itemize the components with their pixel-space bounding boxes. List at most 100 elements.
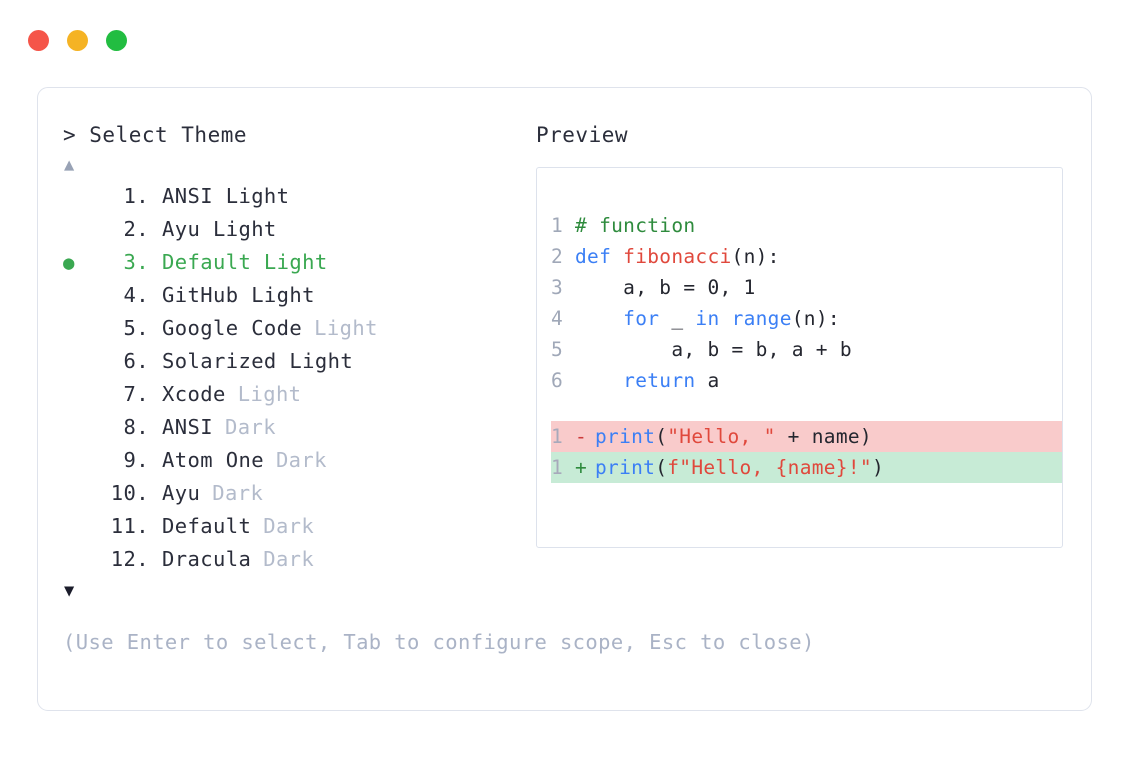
theme-item-index: 11.	[110, 514, 149, 538]
diff-line-text: print("Hello, " + name)	[595, 421, 872, 452]
code-line-number: 1	[551, 214, 564, 237]
theme-item-name: Solarized Light	[162, 349, 354, 373]
code-token-comment: # function	[575, 214, 696, 237]
theme-item-name: Atom One	[162, 448, 264, 472]
select-theme-prompt: > Select Theme	[63, 123, 248, 147]
code-line-number: 6	[551, 369, 564, 392]
diff-removed-line: 1-print("Hello, " + name)	[551, 421, 1062, 452]
code-line-text: a, b = 0, 1	[575, 272, 756, 303]
code-token-plain: (n):	[791, 307, 840, 330]
theme-item-variant: Dark	[275, 448, 327, 472]
theme-item-index: 1.	[123, 184, 149, 208]
code-line: 1 # function	[551, 210, 1062, 241]
code-token-keyword: in	[695, 307, 720, 330]
theme-list-item[interactable]: 5. Google Code Light	[63, 312, 533, 345]
code-token-plain: + name)	[775, 425, 872, 448]
diff-line-text: print(f"Hello, {name}!")	[595, 452, 884, 483]
theme-item-name: Default	[162, 514, 252, 538]
theme-item-index: 6.	[123, 349, 149, 373]
code-line-number: 3	[551, 276, 564, 299]
window-traffic-lights	[28, 30, 127, 51]
scroll-down-icon[interactable]: ▼	[64, 581, 75, 601]
code-line-text: # function	[575, 210, 695, 241]
theme-item-index: 4.	[123, 283, 149, 307]
theme-item-variant: Dark	[263, 514, 315, 538]
theme-selector-column: > Select Theme ▲ 1. ANSI Light 2. Ayu Light…	[63, 120, 533, 606]
theme-selector-card: > Select Theme ▲ 1. ANSI Light 2. Ayu Light…	[37, 87, 1092, 711]
theme-item-variant: Light	[237, 382, 302, 406]
diff-sign: +	[575, 456, 588, 479]
minimize-button-icon[interactable]	[67, 30, 88, 51]
code-line-number: 2	[551, 245, 564, 268]
theme-item-index: 8.	[123, 415, 149, 439]
code-token-plain: _	[659, 307, 696, 330]
theme-item-name: Ayu Light	[162, 217, 277, 241]
code-token-keyword: return	[623, 369, 696, 392]
theme-item-index: 9.	[123, 448, 149, 472]
code-line: 4 for _ in range(n):	[551, 303, 1062, 334]
code-token-plain: (n):	[731, 245, 780, 268]
code-token-plain	[575, 369, 623, 392]
theme-list-item[interactable]: 1. ANSI Light	[63, 180, 533, 213]
code-line-text: for _ in range(n):	[575, 303, 840, 334]
theme-list-item[interactable]: 2. Ayu Light	[63, 213, 533, 246]
theme-list-item[interactable]: 4. GitHub Light	[63, 279, 533, 312]
theme-item-name: Default Light	[162, 250, 328, 274]
code-line-text: return a	[575, 365, 720, 396]
code-token-keyword: for	[623, 307, 660, 330]
theme-item-name: Ayu	[162, 481, 201, 505]
code-token-plain: )	[871, 456, 884, 479]
theme-item-index: 7.	[123, 382, 149, 406]
theme-list-item[interactable]: 10. Ayu Dark	[63, 477, 533, 510]
keyboard-hint: (Use Enter to select, Tab to configure s…	[63, 630, 815, 654]
theme-list-item[interactable]: 6. Solarized Light	[63, 345, 533, 378]
code-line-number: 4	[551, 307, 564, 330]
diff-line-number: 1	[551, 456, 564, 479]
code-token-plain: a, b = b, a + b	[575, 338, 852, 361]
code-token-string: "Hello, "	[667, 425, 776, 448]
code-token-builtin: print	[595, 425, 656, 448]
theme-item-index: 12.	[110, 547, 149, 571]
code-token-builtin: range	[731, 307, 792, 330]
theme-list-item[interactable]: ●3.Default Light	[63, 246, 533, 279]
theme-item-name: ANSI Light	[162, 184, 290, 208]
theme-list-item[interactable]: 11. Default Dark	[63, 510, 533, 543]
code-token-keyword: def	[575, 245, 624, 268]
code-line: 6 return a	[551, 365, 1062, 396]
scroll-up-icon[interactable]: ▲	[64, 155, 75, 175]
theme-item-variant: Light	[314, 316, 378, 340]
diff-added-line: 1 + print(f"Hello, {name}!")	[551, 452, 1062, 483]
code-token-string: f"Hello, {name}!"	[667, 456, 872, 479]
theme-item-name: GitHub Light	[162, 283, 315, 307]
diff-spacer	[537, 396, 1062, 421]
code-token-plain: (	[655, 425, 668, 448]
theme-item-index: 10.	[110, 481, 149, 505]
code-line: 5 a, b = b, a + b	[551, 334, 1062, 365]
selected-bullet-icon: ●	[63, 252, 75, 274]
theme-item-name: ANSI	[162, 415, 213, 439]
code-token-plain: a, b = 0, 1	[575, 276, 756, 299]
code-token-plain	[575, 307, 623, 330]
theme-list-item[interactable]: 7. Xcode Light	[63, 378, 533, 411]
code-token-builtin: print	[595, 456, 656, 479]
theme-item-index: 2.	[123, 217, 149, 241]
maximize-button-icon[interactable]	[106, 30, 127, 51]
code-line-number: 5	[551, 338, 564, 361]
theme-item-name: Google Code	[162, 316, 303, 340]
code-line: 3 a, b = 0, 1	[551, 272, 1062, 303]
code-line: 2 def fibonacci(n):	[551, 241, 1062, 272]
close-button-icon[interactable]	[28, 30, 49, 51]
code-token-plain	[720, 307, 732, 330]
theme-item-index: 5.	[123, 316, 149, 340]
theme-list-item[interactable]: 9. Atom One Dark	[63, 444, 533, 477]
theme-item-name: Xcode	[162, 382, 226, 406]
code-token-plain: a	[695, 369, 720, 392]
code-line-text: a, b = b, a + b	[575, 334, 852, 365]
theme-item-variant: Dark	[212, 481, 264, 505]
code-line-text: def fibonacci(n):	[575, 241, 780, 272]
